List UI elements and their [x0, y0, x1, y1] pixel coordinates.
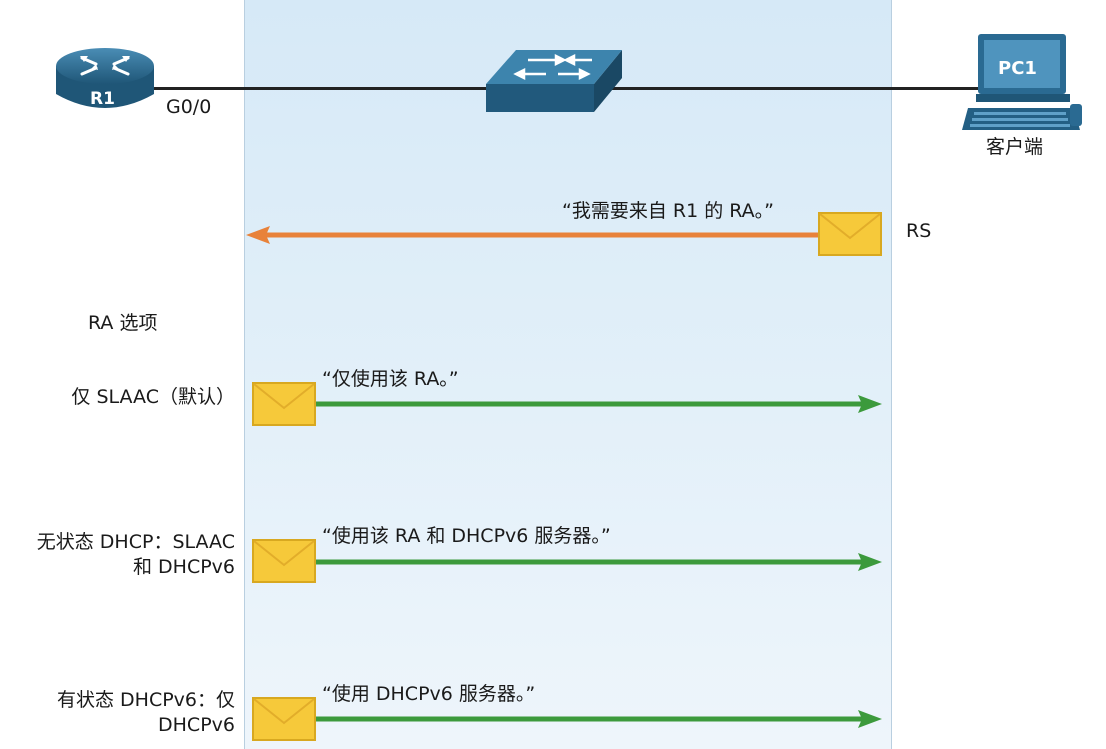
pc-icon: [962, 34, 1082, 130]
option-stateful-label: 有状态 DHCPv6：仅 DHCPv6: [57, 688, 235, 737]
client-label: 客户端: [986, 136, 1044, 158]
rs-label: RS: [906, 220, 932, 242]
rs-message: “我需要来自 R1 的 RA。”: [562, 200, 775, 222]
pc-label: PC1: [998, 58, 1037, 79]
option-slaac-label: 仅 SLAAC（默认）: [71, 385, 235, 410]
network-segment-band: [244, 0, 892, 749]
ra-options-header: RA 选项: [88, 312, 158, 334]
router-label: R1: [90, 89, 115, 109]
rs-envelope: [818, 212, 882, 260]
option-stateless-message: “使用该 RA 和 DHCPv6 服务器。”: [322, 525, 611, 547]
option-slaac-arrow: [316, 395, 882, 413]
option-slaac-envelope: [252, 382, 316, 430]
option-stateless-label: 无状态 DHCP：SLAAC 和 DHCPv6: [37, 530, 235, 579]
envelope-icon: [252, 697, 316, 741]
option-label-line: 无状态 DHCP：SLAAC: [36, 531, 235, 553]
router-icon: [56, 48, 154, 108]
switch: [480, 46, 626, 116]
envelope-icon: [818, 212, 882, 256]
envelope-icon: [252, 382, 316, 426]
option-stateless-envelope: [252, 539, 316, 587]
option-stateless-arrow: [316, 553, 882, 571]
option-label-line: 仅 SLAAC（默认）: [71, 386, 235, 408]
switch-icon: [486, 50, 622, 112]
option-stateful-arrow: [316, 710, 882, 728]
option-slaac-message: “仅使用该 RA。”: [322, 368, 459, 390]
pc1: PC1: [962, 34, 1086, 134]
option-stateful-envelope: [252, 697, 316, 745]
option-stateful-message: “使用 DHCPv6 服务器。”: [322, 683, 536, 705]
rs-arrow: [246, 226, 822, 244]
router-r1: R1: [52, 44, 158, 116]
interface-label: G0/0: [166, 96, 212, 118]
envelope-icon: [252, 539, 316, 583]
option-label-line: 和 DHCPv6: [132, 555, 235, 578]
option-label-line: DHCPv6: [158, 713, 235, 736]
option-label-line: 有状态 DHCPv6：仅: [56, 689, 235, 711]
